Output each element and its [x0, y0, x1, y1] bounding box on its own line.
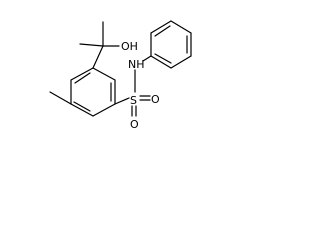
phenyl-double-bond-a — [154, 25, 171, 37]
sulfur-label: S — [130, 94, 137, 107]
hydroxy-isopropyl-group: OH — [79, 21, 138, 69]
bond-methyl-left — [79, 43, 104, 47]
chemical-structure-diagram: OH S NH O O — [49, 20, 192, 131]
oxygen-bottom-label: O — [130, 118, 139, 131]
hydroxyl-label: OH — [121, 40, 138, 53]
ring-bond-6 — [70, 67, 94, 81]
oxygen-right-label: O — [151, 93, 160, 106]
phenyl-bond-2 — [150, 20, 172, 34]
nh-label: NH — [128, 58, 145, 71]
phenyl-bond-3 — [170, 20, 192, 34]
toluene-ring — [49, 67, 116, 117]
ring-double-bond-b — [73, 101, 91, 112]
ring-bond-4 — [70, 103, 94, 117]
phenyl-bond-6 — [150, 55, 172, 69]
ring-double-bond-c — [74, 72, 91, 84]
ring-bond-1 — [92, 67, 116, 81]
ring-bond-3 — [92, 103, 116, 117]
sulfonamide-group: S NH O O — [114, 58, 160, 131]
phenyl-ring — [142, 20, 192, 69]
bond-nh-to-phenyl — [142, 55, 152, 62]
phenyl-bond-5 — [170, 55, 192, 69]
bond-ring-to-sulfur — [114, 97, 130, 105]
bond-ring-to-carbinol — [92, 45, 104, 69]
phenyl-double-bond-c — [154, 53, 172, 64]
bond-ring-methyl — [49, 91, 72, 105]
